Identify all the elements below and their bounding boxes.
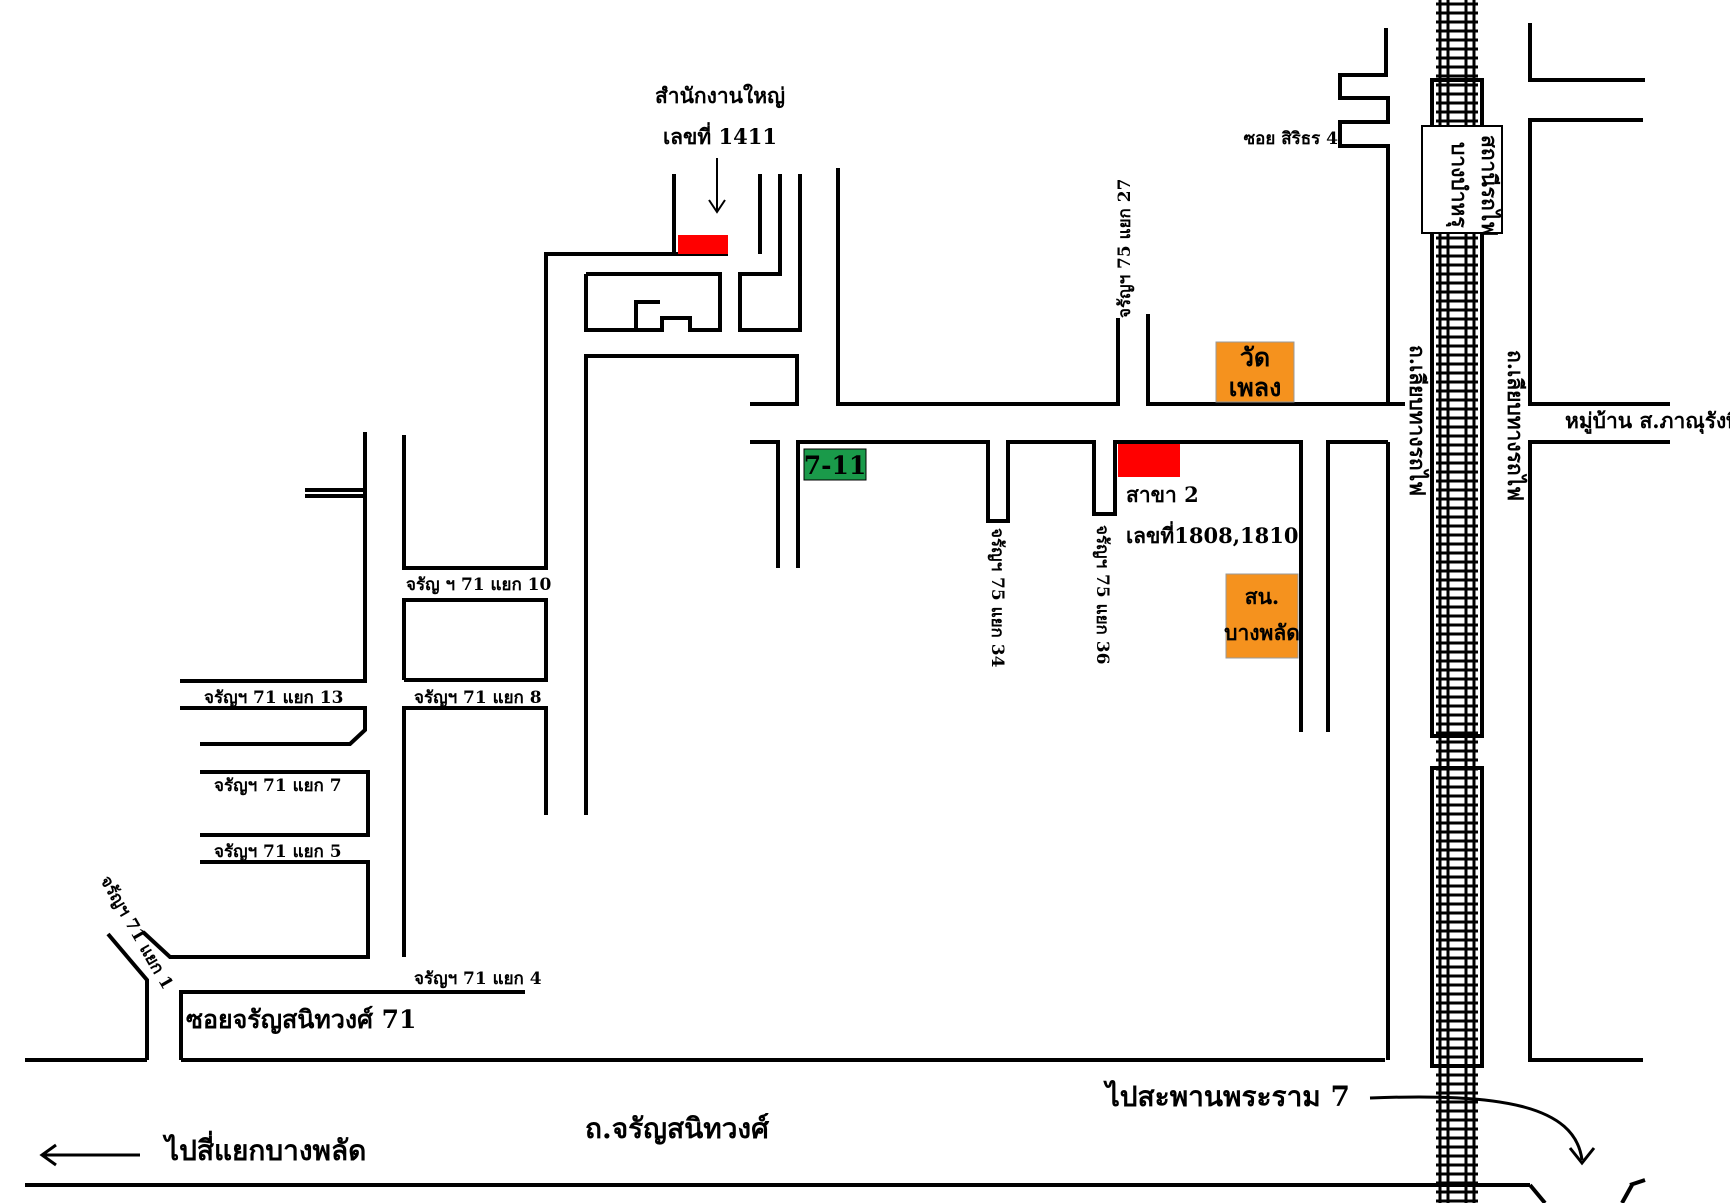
jaran-75-yaek-27-road xyxy=(1146,314,1405,406)
rail-road-east-edge xyxy=(1528,23,1645,82)
hq-inner-block xyxy=(584,272,722,332)
jaran-75-yaek-27-label: จรัญฯ 75 แยก 27 xyxy=(1115,179,1135,318)
branch-2-label-line1: สาขา 2 xyxy=(1126,482,1199,507)
soi-jaran-71-north-edge xyxy=(179,990,525,1060)
village-label: หมู่บ้าน ส.ภาณุรังษี xyxy=(1565,408,1730,435)
jaran-71-yaek-8-label: จรัญฯ 71 แยก 8 xyxy=(414,688,542,708)
jaran-71-yaek-10-label: จรัญ ฯ 71 แยก 10 xyxy=(406,575,551,595)
soi-71-yaek-10-road xyxy=(402,252,728,570)
jaran-75-yaek-34-label: จรัญฯ 75 แยก 34 xyxy=(987,528,1007,668)
soi-71-stub xyxy=(305,432,367,498)
soi-71-main-east-edge xyxy=(584,354,799,815)
head-office-label-line2: เลขที่ 1411 xyxy=(663,121,777,149)
branch-2-label-line2: เลขที่1808,1810 xyxy=(1126,520,1298,548)
charan-road-label: ถ.จรัญสนิทวงศ์ xyxy=(585,1112,770,1145)
wat-phleng-marker xyxy=(1215,341,1295,403)
soi-71-main-west-edge xyxy=(402,706,548,957)
seven-eleven-label: 7-11 xyxy=(804,451,867,480)
soi-71-yaek-5-road xyxy=(200,770,370,837)
head-office-arrow-head xyxy=(708,199,726,214)
rail-road-east-b xyxy=(1528,118,1670,406)
branch-2-marker xyxy=(1118,444,1180,477)
to-bang-phlat-label: ไปสี่แยกบางพลัด xyxy=(162,1130,366,1167)
rail-road-east-c xyxy=(1528,440,1670,1060)
police-station-label-line2: บางพลัด xyxy=(1224,620,1300,645)
station-box xyxy=(1421,125,1503,234)
rail-road-west-north xyxy=(1338,28,1390,404)
soi-north-long xyxy=(836,168,1120,406)
rail-ties xyxy=(1436,2,1478,1203)
soi-71-yaek-1-road-b xyxy=(141,860,370,959)
soi-71-yaek-13-road xyxy=(180,488,367,683)
road-se-diag xyxy=(1620,1184,1634,1203)
to-bang-phlat-arrow-head xyxy=(39,1143,57,1167)
seven-eleven-marker xyxy=(803,448,867,481)
rail-road-east-label: ถ.เลียบทางรถไฟ xyxy=(1503,350,1528,501)
station-label-line2: บางบำหรุ xyxy=(1445,142,1472,228)
head-office-label-line1: สำนักงานใหญ่ xyxy=(655,83,785,109)
wat-phleng-label-line2: เพลง xyxy=(1229,373,1282,402)
station-label-line1: สถานีรถไฟ xyxy=(1477,135,1502,236)
rail-road-west-label: ถ.เลียบทางรถไฟ xyxy=(1405,345,1430,496)
jaran-71-yaek-4-label: จรัญฯ 71 แยก 4 xyxy=(414,969,542,989)
soi-71-yaek-7-road xyxy=(180,706,367,746)
police-station-marker xyxy=(1225,573,1299,659)
to-rama7-bridge-label: ไปสะพานพระราม 7 xyxy=(1103,1080,1350,1113)
head-office-marker xyxy=(678,235,728,254)
soi-jaran-71-label: ซอยจรัญสนิทวงศ์ 71 xyxy=(186,1005,416,1034)
police-station-label-line1: สน. xyxy=(1245,584,1279,609)
jaran-71-yaek-5-label: จรัญฯ 71 แยก 5 xyxy=(214,842,342,862)
soi-71-yaek-1-road xyxy=(106,932,149,1060)
road-se-corner xyxy=(1629,1178,1646,1187)
main-soi-south-edge-c xyxy=(1326,440,1388,732)
hq-side-soi-west xyxy=(738,174,802,332)
wat-phleng-label-line1: วัด xyxy=(1240,343,1270,372)
to-rama7-bridge-arrowhead xyxy=(1568,1147,1596,1166)
jaran-75-yaek-36-label: จรัญฯ 75 แยก 36 xyxy=(1092,525,1112,664)
rail-corridor-north xyxy=(1430,78,1484,738)
road-network xyxy=(25,23,1670,1203)
to-rama7-bridge-arrow xyxy=(1369,1095,1584,1161)
jaran-71-yaek-7-label: จรัญฯ 71 แยก 7 xyxy=(214,776,342,796)
main-soi-south-edge xyxy=(750,440,780,568)
main-soi-south-edge-b xyxy=(796,440,1303,732)
soi-71-yaek-8-block xyxy=(402,598,548,682)
soi-sirithon-4-label: ซอย สิริธร 4 xyxy=(1244,129,1339,149)
hq-inner-notch xyxy=(634,300,660,330)
jaran-71-yaek-13-label: จรัญฯ 71 แยก 13 xyxy=(204,688,343,708)
jaran-71-yaek-1-label: จรัญฯ 71 แยก 1 xyxy=(96,873,177,993)
charan-road-se-curve xyxy=(1528,1183,1547,1203)
